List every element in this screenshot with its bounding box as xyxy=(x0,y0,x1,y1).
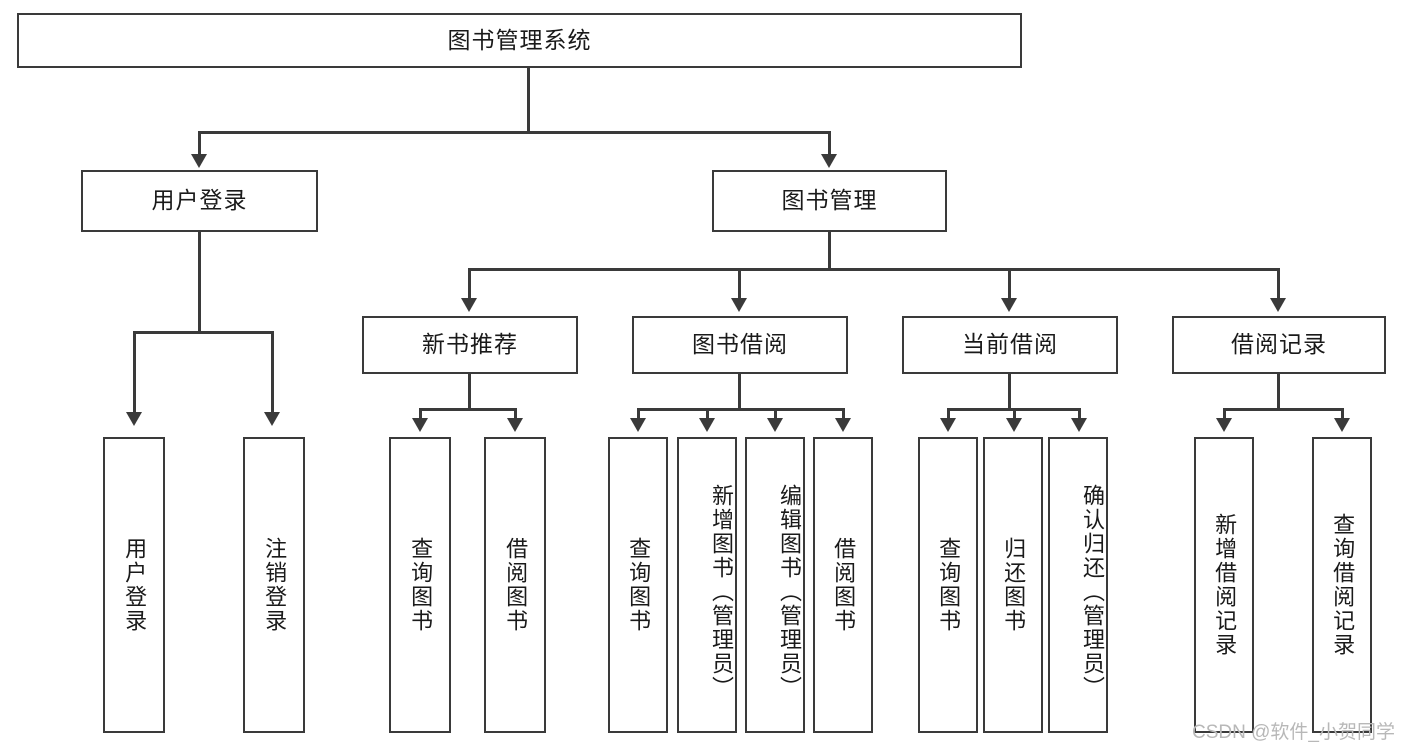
leaf-add-record-label: 新增借阅记录 xyxy=(1212,513,1238,657)
arrow-leaf-edit-book xyxy=(767,418,783,432)
node-book-borrow[interactable]: 图书借阅 xyxy=(632,316,848,374)
leaf-return-book-label: 归还图书 xyxy=(1001,537,1027,633)
arrow-leaf-add-record xyxy=(1216,418,1232,432)
leaf-query-book-1[interactable]: 查询图书 xyxy=(389,437,451,733)
leaf-confirm-return-label: 确认归还（管理员） xyxy=(1080,484,1105,700)
arrow-to-user-login xyxy=(191,154,207,168)
node-book-manage[interactable]: 图书管理 xyxy=(712,170,947,232)
leaf-borrow-book-2-label: 借阅图书 xyxy=(831,537,857,633)
arrow-leaf-add-book xyxy=(699,418,715,432)
edge-to-book-manage xyxy=(828,131,831,157)
edge-bb-drop-2 xyxy=(706,408,709,422)
leaf-edit-book-label: 编辑图书（管理员） xyxy=(777,484,802,700)
node-current-borrow-label: 当前借阅 xyxy=(962,331,1058,358)
arrow-leaf-confirm-return xyxy=(1071,418,1087,432)
leaf-user-logout[interactable]: 注销登录 xyxy=(243,437,305,733)
leaf-user-logout-label: 注销登录 xyxy=(262,537,288,633)
edge-book-manage-stem xyxy=(828,232,831,270)
leaf-borrow-book-1[interactable]: 借阅图书 xyxy=(484,437,546,733)
leaf-query-record-label: 查询借阅记录 xyxy=(1330,513,1356,657)
leaf-user-login-label: 用户登录 xyxy=(122,537,148,633)
node-user-login-label: 用户登录 xyxy=(151,187,248,214)
arrow-leaf-query-book-2 xyxy=(630,418,646,432)
leaf-edit-book[interactable]: 编辑图书（管理员） xyxy=(745,437,805,733)
edge-new-book-rec-stem xyxy=(468,374,471,410)
edge-borrow-record-bar xyxy=(1223,408,1343,411)
node-borrow-record-label: 借阅记录 xyxy=(1231,331,1327,358)
edge-to-user-login xyxy=(198,131,201,157)
node-current-borrow[interactable]: 当前借阅 xyxy=(902,316,1118,374)
leaf-add-book[interactable]: 新增图书（管理员） xyxy=(677,437,737,733)
edge-user-login-drop-1 xyxy=(133,331,136,415)
arrow-leaf-query-record xyxy=(1334,418,1350,432)
leaf-confirm-return[interactable]: 确认归还（管理员） xyxy=(1048,437,1108,733)
csdn-watermark: CSDN @软件_小贺同学 xyxy=(1192,722,1395,743)
edge-br-drop-2 xyxy=(1341,408,1344,422)
arrow-leaf-query-book-3 xyxy=(940,418,956,432)
edge-root-bar xyxy=(198,131,831,134)
edge-book-borrow-bar xyxy=(637,408,845,411)
leaf-add-book-label: 新增图书（管理员） xyxy=(709,484,734,700)
edge-user-login-stem xyxy=(198,232,201,333)
leaf-user-login[interactable]: 用户登录 xyxy=(103,437,165,733)
arrow-leaf-user-login xyxy=(126,412,142,426)
arrow-leaf-user-logout xyxy=(264,412,280,426)
leaf-query-record[interactable]: 查询借阅记录 xyxy=(1312,437,1372,733)
edge-cb-drop-2 xyxy=(1013,408,1016,422)
leaf-query-book-3[interactable]: 查询图书 xyxy=(918,437,978,733)
edge-nbr-drop-2 xyxy=(514,408,517,422)
leaf-borrow-book-2[interactable]: 借阅图书 xyxy=(813,437,873,733)
edge-to-book-borrow xyxy=(738,268,741,300)
leaf-query-book-1-label: 查询图书 xyxy=(408,537,434,633)
edge-to-current-borrow xyxy=(1008,268,1011,300)
node-book-manage-label: 图书管理 xyxy=(781,187,878,214)
arrow-to-current-borrow xyxy=(1001,298,1017,312)
edge-borrow-record-stem xyxy=(1277,374,1280,410)
arrow-to-book-manage xyxy=(821,154,837,168)
arrow-to-new-book-rec xyxy=(461,298,477,312)
node-root-label: 图书管理系统 xyxy=(447,26,592,53)
edge-user-login-bar xyxy=(133,331,273,334)
edge-br-drop-1 xyxy=(1223,408,1226,422)
edge-user-login-drop-2 xyxy=(271,331,274,415)
node-new-book-rec-label: 新书推荐 xyxy=(422,331,518,358)
edge-book-borrow-stem xyxy=(738,374,741,410)
edge-bb-drop-1 xyxy=(637,408,640,422)
node-book-borrow-label: 图书借阅 xyxy=(692,331,788,358)
node-new-book-rec[interactable]: 新书推荐 xyxy=(362,316,578,374)
arrow-leaf-return-book xyxy=(1006,418,1022,432)
edge-root-stem xyxy=(527,68,530,133)
leaf-query-book-2[interactable]: 查询图书 xyxy=(608,437,668,733)
edge-book-manage-bar xyxy=(468,268,1280,271)
leaf-add-record[interactable]: 新增借阅记录 xyxy=(1194,437,1254,733)
edge-bb-drop-3 xyxy=(774,408,777,422)
edge-to-new-book-rec xyxy=(468,268,471,300)
node-borrow-record[interactable]: 借阅记录 xyxy=(1172,316,1386,374)
arrow-leaf-borrow-book-1 xyxy=(507,418,523,432)
leaf-return-book[interactable]: 归还图书 xyxy=(983,437,1043,733)
edge-current-borrow-stem xyxy=(1008,374,1011,410)
arrow-to-book-borrow xyxy=(731,298,747,312)
edge-nbr-drop-1 xyxy=(419,408,422,422)
edge-cb-drop-1 xyxy=(947,408,950,422)
edge-bb-drop-4 xyxy=(842,408,845,422)
edge-cb-drop-3 xyxy=(1078,408,1081,422)
edge-to-borrow-record xyxy=(1277,268,1280,300)
edge-new-book-rec-bar xyxy=(419,408,516,411)
arrow-to-borrow-record xyxy=(1270,298,1286,312)
node-user-login[interactable]: 用户登录 xyxy=(81,170,318,232)
leaf-query-book-2-label: 查询图书 xyxy=(626,537,652,633)
leaf-borrow-book-1-label: 借阅图书 xyxy=(503,537,529,633)
node-root[interactable]: 图书管理系统 xyxy=(17,13,1022,68)
leaf-query-book-3-label: 查询图书 xyxy=(936,537,962,633)
arrow-leaf-borrow-book-2 xyxy=(835,418,851,432)
arrow-leaf-query-book-1 xyxy=(412,418,428,432)
